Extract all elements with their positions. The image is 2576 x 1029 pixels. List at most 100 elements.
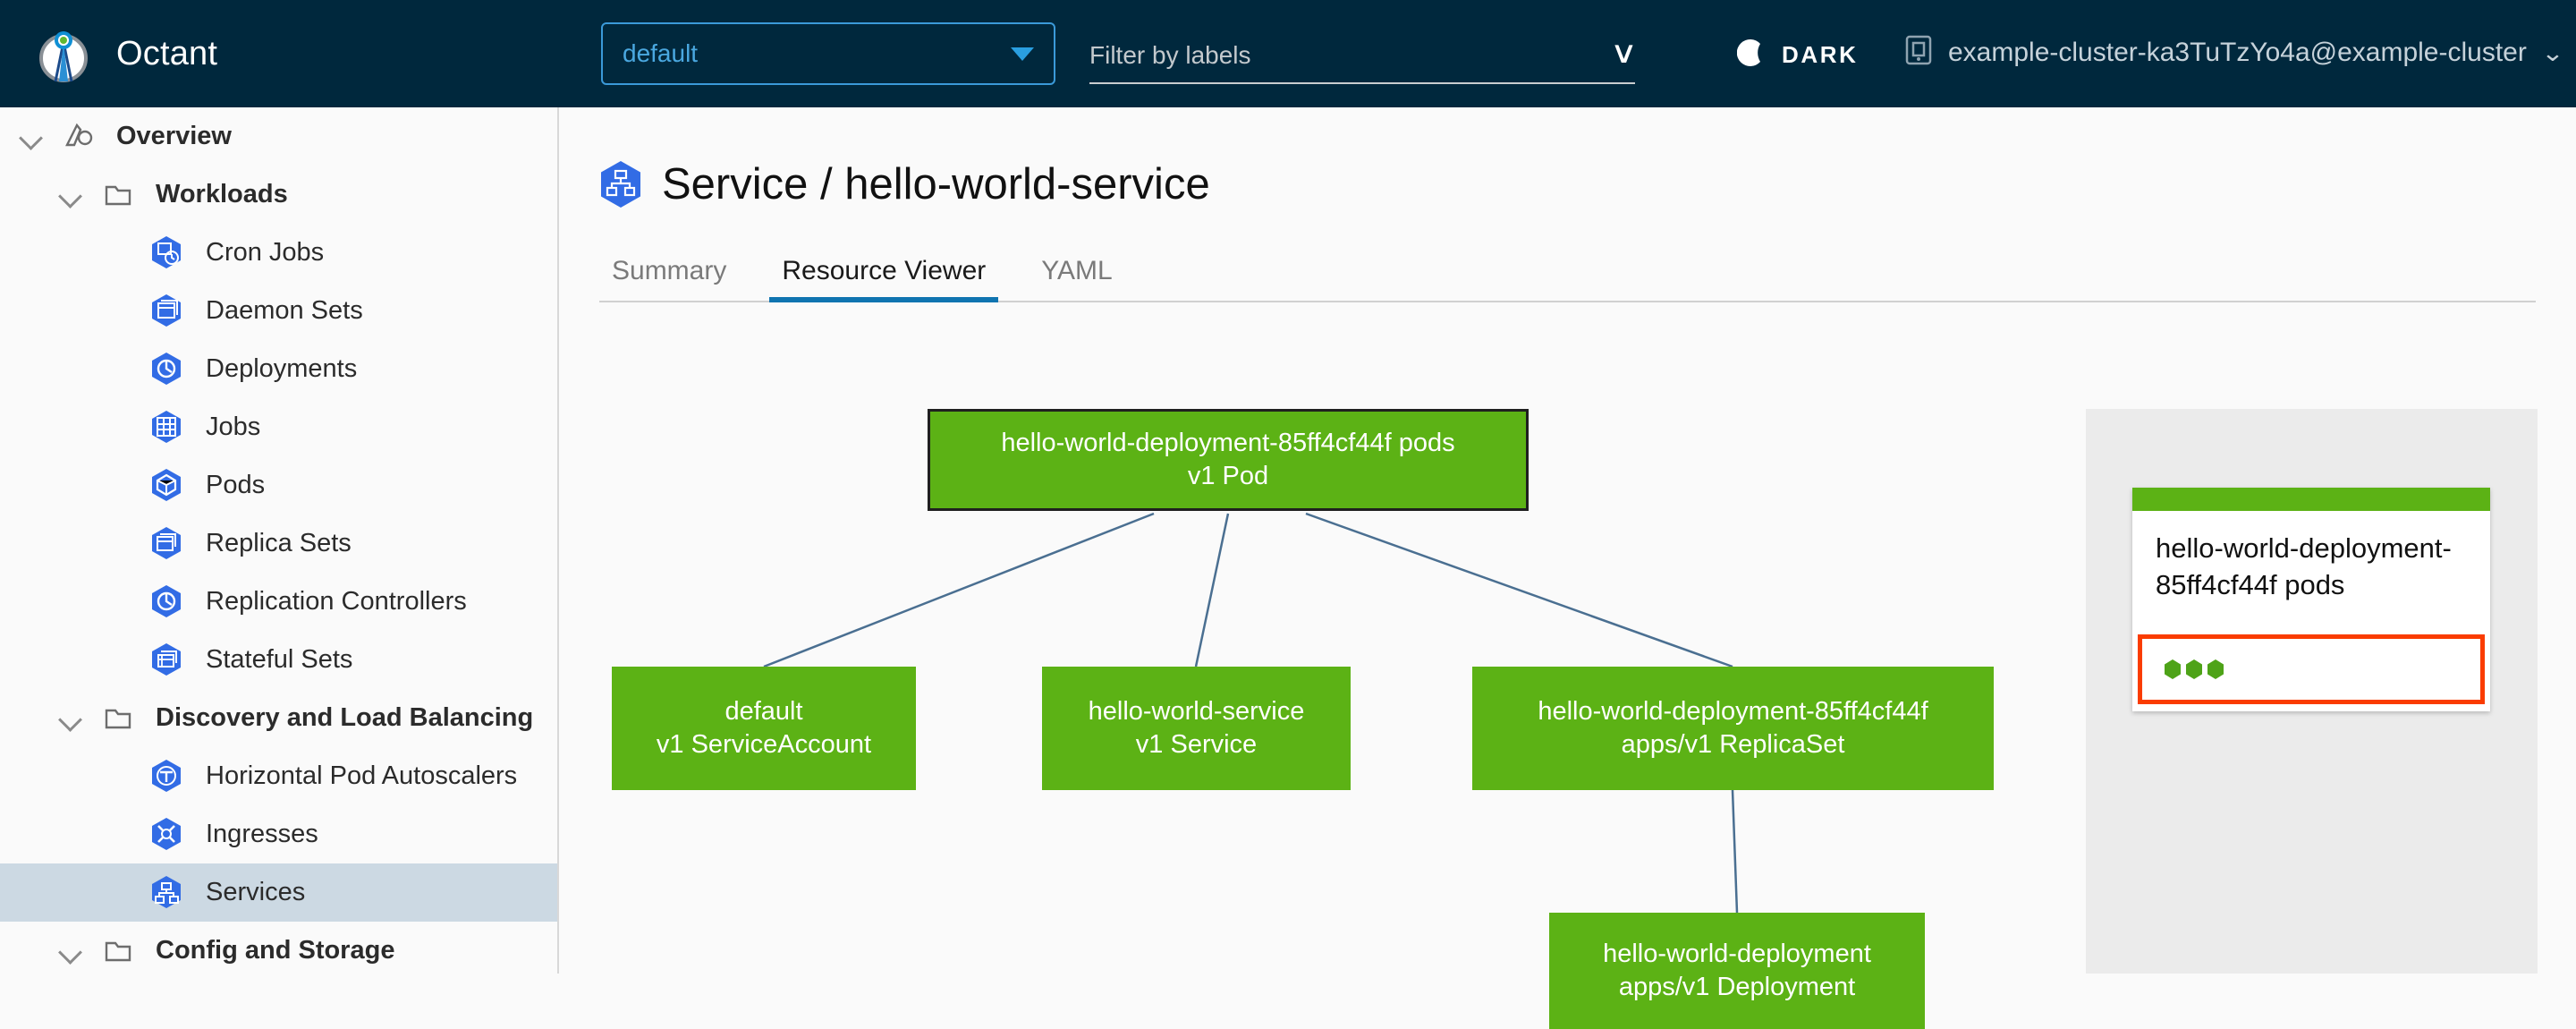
dark-mode-toggle[interactable]: DARK (1736, 36, 1859, 74)
cluster-icon (1905, 34, 1932, 71)
chevron-down-icon[interactable]: ∨ (1609, 36, 1639, 70)
hpa-icon (148, 757, 188, 796)
card-title: hello-world-deployment-85ff4cf44f pods (2156, 532, 2452, 600)
sidebar-item-cron-jobs[interactable]: Cron Jobs (0, 224, 557, 282)
sidebar-item-label: Replica Sets (206, 529, 352, 557)
graph-node-kind: v1 ServiceAccount (656, 730, 872, 759)
main-content: Service / hello-world-service Summary Res… (561, 107, 2576, 1029)
page-title-row: Service / hello-world-service (599, 159, 2576, 209)
graph-node-sa[interactable]: default v1 ServiceAccount (612, 667, 916, 790)
sidebar-item-label: Discovery and Load Balancing (156, 703, 534, 732)
job-icon (148, 408, 188, 447)
sidebar-item-workloads[interactable]: Workloads (0, 166, 557, 224)
namespace-value: default (623, 39, 699, 67)
label-filter-placeholder: Filter by labels (1089, 41, 1251, 69)
service-icon (148, 873, 188, 913)
pod-status-dot[interactable] (2207, 659, 2224, 679)
chevron-down-icon[interactable] (55, 936, 86, 966)
caret-down-icon (1011, 47, 1034, 61)
sidebar-item-replication-controllers[interactable]: Replication Controllers (0, 573, 557, 631)
detail-side-panel: hello-world-deployment-85ff4cf44f pods (2086, 409, 2538, 974)
graph-node-dep[interactable]: hello-world-deployment apps/v1 Deployment (1549, 913, 1925, 1029)
graph-node-kind: v1 Pod (1187, 462, 1269, 490)
daemonset-icon (148, 292, 188, 331)
service-icon (599, 160, 642, 208)
sidebar-item-label: Daemon Sets (206, 296, 363, 325)
graph-node-name: hello-world-deployment-85ff4cf44f (1538, 696, 1928, 726)
moon-icon (1736, 36, 1767, 74)
deployment-icon (148, 350, 188, 389)
sidebar-item-jobs[interactable]: Jobs (0, 398, 557, 456)
chevron-down-icon[interactable] (55, 703, 86, 734)
sidebar-item-label: Ingresses (206, 820, 318, 848)
tab-yaml[interactable]: YAML (1041, 256, 1113, 285)
graph-node-name: default (724, 696, 803, 726)
graph-node-rs[interactable]: hello-world-deployment-85ff4cf44f apps/v1… (1472, 667, 1994, 790)
dark-mode-label: DARK (1782, 41, 1859, 68)
pod-status-dot[interactable] (2165, 659, 2181, 679)
sidebar-item-deployments[interactable]: Deployments (0, 340, 557, 398)
cluster-selector[interactable]: example-cluster-ka3TuTzYo4a@example-clus… (1905, 34, 2564, 71)
brand-name: Octant (116, 34, 218, 72)
brand[interactable]: Octant (34, 24, 217, 83)
sidebar-item-label: Config and Storage (156, 936, 395, 965)
graph-edge-rs-dep (1731, 789, 1739, 914)
octant-logo-icon (34, 24, 93, 83)
pod-status-box[interactable] (2138, 634, 2485, 704)
sidebar-item-label: Stateful Sets (206, 645, 353, 674)
graph-node-name: hello-world-deployment (1603, 939, 1871, 968)
sidebar-item-overview[interactable]: Overview (0, 107, 557, 166)
chevron-down-icon[interactable] (16, 122, 47, 152)
sidebar-item-label: Overview (116, 122, 232, 150)
tab-bar: Summary Resource Viewer YAML (599, 247, 2536, 302)
pod-status-dot[interactable] (2186, 659, 2202, 679)
tab-summary[interactable]: Summary (612, 256, 727, 285)
resource-graph[interactable]: hello-world-deployment-85ff4cf44f pods v1… (599, 409, 2108, 1029)
graph-node-kind: apps/v1 Deployment (1618, 973, 1856, 1001)
sidebar-item-services[interactable]: Services (0, 863, 557, 922)
sidebar-item-label: Cron Jobs (206, 238, 325, 267)
folder-icon (98, 699, 138, 738)
sidebar-item-ingresses[interactable]: Ingresses (0, 805, 557, 863)
replicationcontroller-icon (148, 583, 188, 622)
sidebar-item-label: Pods (206, 471, 266, 499)
folder-icon (98, 175, 138, 215)
page-title: Service / hello-world-service (662, 160, 1210, 208)
graph-node-svc[interactable]: hello-world-service v1 Service (1042, 667, 1351, 790)
pod-icon (148, 466, 188, 506)
folder-icon (98, 931, 138, 971)
overview-icon (59, 117, 98, 157)
sidebar-item-label: Deployments (206, 354, 358, 383)
cluster-name: example-cluster-ka3TuTzYo4a@example-clus… (1948, 37, 2527, 67)
graph-edge-pod-svc (1194, 513, 1230, 668)
cronjob-icon (148, 234, 188, 273)
ingress-icon (148, 815, 188, 855)
sidebar-item-label: Services (206, 878, 306, 906)
graph-node-kind: v1 Service (1135, 730, 1258, 759)
chevron-down-icon[interactable] (55, 180, 86, 210)
sidebar-item-daemon-sets[interactable]: Daemon Sets (0, 282, 557, 340)
graph-edge-pod-rs (1305, 512, 1733, 668)
sidebar-item-replica-sets[interactable]: Replica Sets (0, 514, 557, 573)
sidebar-item-label: Replication Controllers (206, 587, 467, 616)
chevron-down-icon[interactable]: ⌄ (2540, 38, 2564, 66)
graph-node-kind: apps/v1 ReplicaSet (1621, 730, 1845, 759)
app-header: Octant default Filter by labels ∨ DARK e… (0, 0, 2576, 107)
graph-node-pod[interactable]: hello-world-deployment-85ff4cf44f pods v1… (928, 409, 1529, 511)
sidebar-item-config-and-storage[interactable]: Config and Storage (0, 922, 557, 974)
resource-detail-card[interactable]: hello-world-deployment-85ff4cf44f pods (2132, 488, 2490, 711)
sidebar-item-horizontal-pod-autoscalers[interactable]: Horizontal Pod Autoscalers (0, 747, 557, 805)
sidebar-item-stateful-sets[interactable]: Stateful Sets (0, 631, 557, 689)
graph-node-name: hello-world-deployment-85ff4cf44f pods (1001, 428, 1455, 457)
tab-resource-viewer[interactable]: Resource Viewer (769, 256, 999, 302)
sidebar-item-discovery-and-load-balancing[interactable]: Discovery and Load Balancing (0, 689, 557, 747)
label-filter-input[interactable]: Filter by labels ∨ (1089, 29, 1639, 84)
statefulset-icon (148, 641, 188, 680)
namespace-selector[interactable]: default (601, 22, 1055, 85)
replicaset-icon (148, 524, 188, 564)
graph-node-name: hello-world-service (1088, 696, 1305, 726)
sidebar-item-pods[interactable]: Pods (0, 456, 557, 514)
sidebar-item-label: Horizontal Pod Autoscalers (206, 761, 518, 790)
graph-edge-pod-sa (763, 512, 1155, 668)
